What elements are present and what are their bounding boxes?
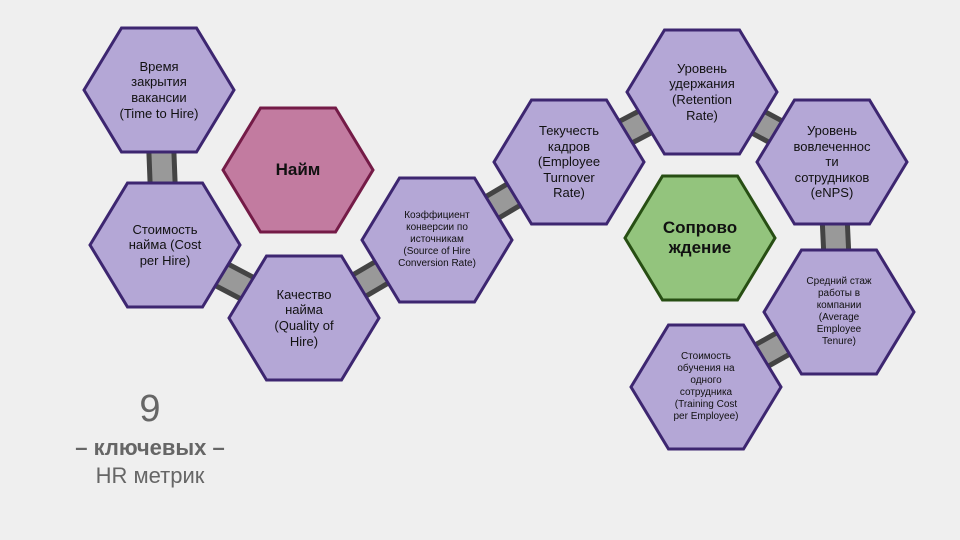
metrics-hr-label: HR метрик bbox=[95, 463, 205, 488]
hex-label-cost_per_hire: Стоимость найма (Cost per Hire) bbox=[128, 221, 202, 268]
hex-quality_of_hire bbox=[227, 254, 381, 382]
hex-turnover bbox=[492, 98, 646, 226]
hexagons bbox=[82, 26, 916, 451]
hex-training_cost bbox=[629, 323, 783, 451]
hex-label-hire: Найм bbox=[275, 159, 321, 179]
hex-tenure bbox=[762, 248, 916, 376]
hex-hire bbox=[221, 106, 375, 234]
hex-cost_per_hire bbox=[88, 181, 242, 309]
metrics-count: 9 bbox=[139, 388, 161, 430]
hex-label-engagement: Уровень вовлеченнос ти сотрудников (eNPS… bbox=[793, 123, 871, 201]
metrics-key-label: – ключевых – bbox=[75, 435, 225, 460]
hex-retention bbox=[625, 28, 779, 156]
hex-label-source_conversion: Коэффициент конверсии по источникам (Sou… bbox=[398, 210, 476, 269]
hex-label-time_to_hire: Время закрытия вакансии (Time to Hire) bbox=[119, 58, 199, 121]
hex-label-quality_of_hire: Качество найма (Quality of Hire) bbox=[274, 286, 334, 349]
hex-label-tenure: Средний стаж работы в компании (Average … bbox=[806, 276, 872, 347]
hex-label-retain: Сопрово ждение bbox=[662, 217, 738, 257]
hex-retain bbox=[623, 174, 777, 302]
hex-engagement bbox=[755, 98, 909, 226]
hex-source_conversion bbox=[360, 176, 514, 304]
hex-label-training_cost: Стоимость обучения на одного сотрудника … bbox=[673, 351, 739, 422]
hex-label-retention: Уровень удержания (Retention Rate) bbox=[669, 60, 735, 123]
hex-time_to_hire bbox=[82, 26, 236, 154]
hex-label-turnover: Текучесть кадров (Employee Turnover Rate… bbox=[537, 123, 601, 201]
